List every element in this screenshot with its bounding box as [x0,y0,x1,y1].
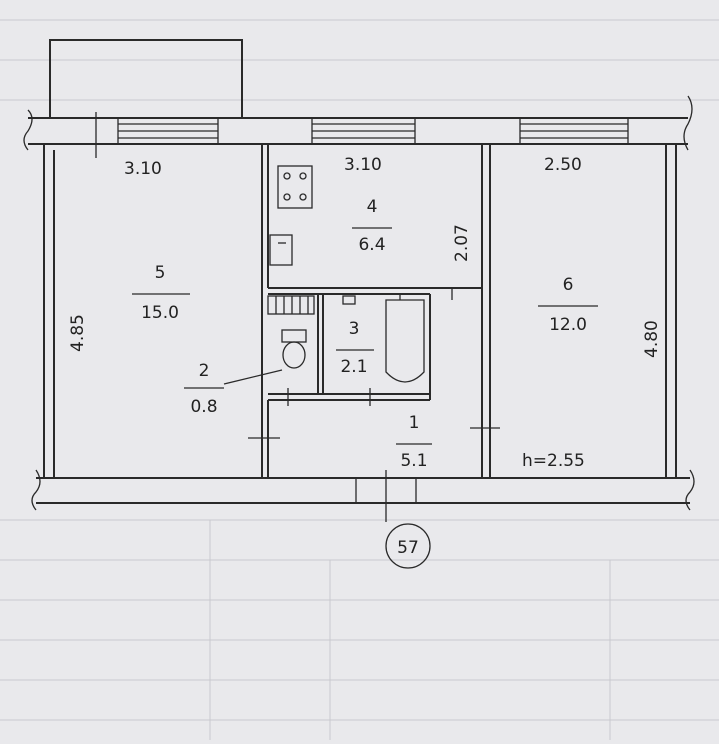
room-4-number: 4 [367,197,378,217]
room-6-area: 12.0 [549,315,587,335]
dim-room6-depth: 4.80 [642,320,662,358]
room-3-area: 2.1 [340,357,367,377]
bathroom-sink-icon [342,294,401,305]
room-5-area: 15.0 [141,303,179,323]
room-2-label: 2 0.8 [184,361,224,417]
top-exterior-wall [23,95,693,158]
room2-leader-line [223,369,283,385]
background-form-grid [0,19,719,740]
dim-room5-width: 3.10 [124,159,162,179]
room-4-label: 4 6.4 [352,197,392,255]
side-walls [43,144,677,478]
room-1-area: 5.1 [400,451,427,471]
room-1-label: 1 5.1 [396,413,432,471]
dim-room5-depth: 4.85 [68,314,88,352]
room-5-number: 5 [155,263,166,283]
window-room4 [311,118,416,144]
window-room6 [519,118,629,144]
dim-room4-depth: 2.07 [452,224,472,262]
stove-icon [277,165,313,209]
room-2-number: 2 [199,361,210,381]
apartment-number-marker: 57 [385,523,431,569]
room-2-area: 0.8 [190,397,217,417]
bottom-exterior-wall [31,469,695,522]
room-3-number: 3 [349,319,360,339]
ceiling-height: h=2.55 [522,451,585,471]
dim-room4-width: 3.10 [344,155,382,175]
apartment-number: 57 [397,538,419,558]
room-6-label: 6 12.0 [538,275,598,335]
vent-shaft-icon [267,295,315,315]
room-3-label: 3 2.1 [336,319,374,377]
kitchen-sink-icon [269,234,293,266]
room-4-area: 6.4 [358,235,385,255]
window-room5 [117,118,219,144]
bathtub-icon [385,299,425,383]
room-1-number: 1 [409,413,420,433]
room-5-label: 5 15.0 [132,263,190,323]
room-6-number: 6 [563,275,574,295]
balcony [49,39,243,119]
dim-room6-width: 2.50 [544,155,582,175]
interior-walls [248,144,500,478]
toilet-icon [281,329,307,369]
